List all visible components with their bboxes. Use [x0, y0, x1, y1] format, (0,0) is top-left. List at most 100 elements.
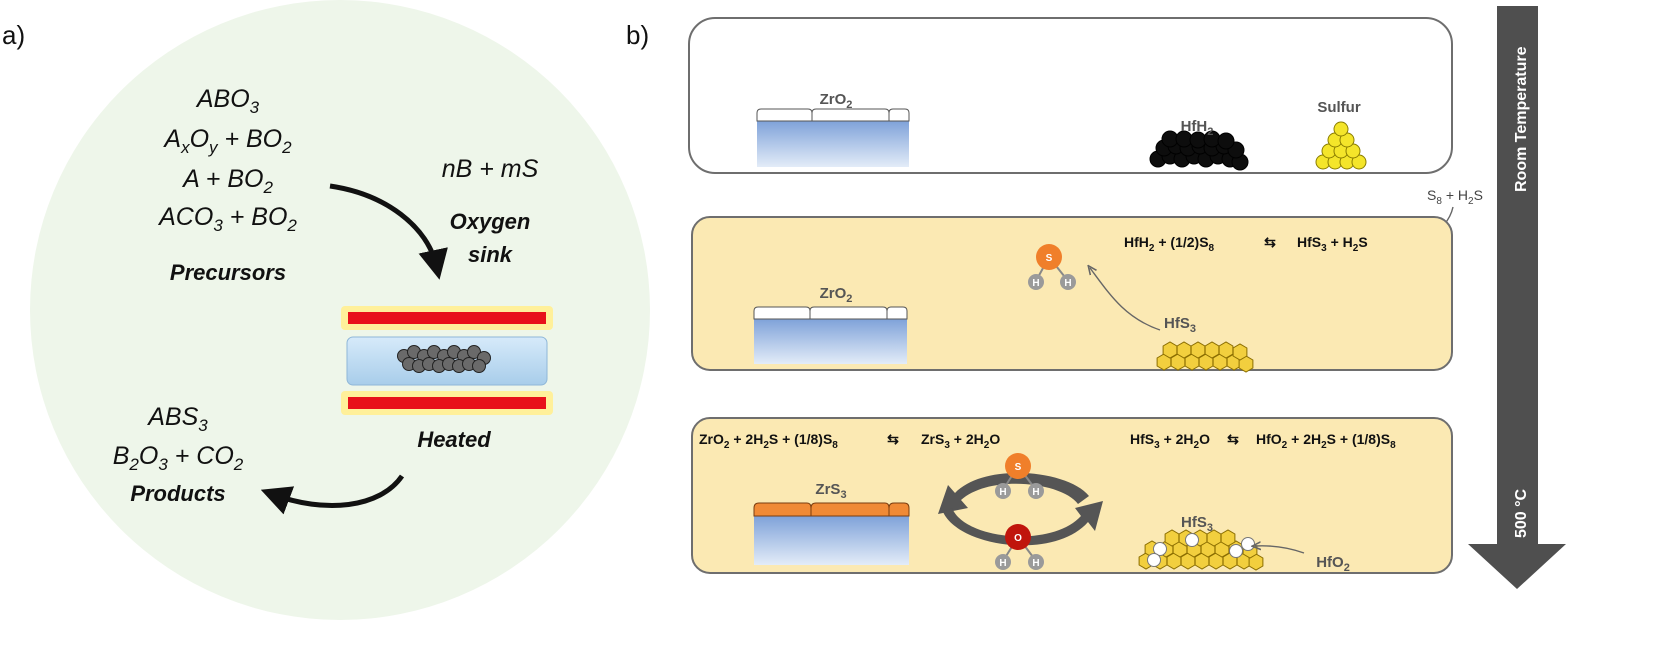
- sink-label-line1: Oxygen: [450, 209, 531, 234]
- temperature-label-room: Room Temperature: [1513, 46, 1530, 192]
- stage3-equilibrium-symbol-2: ⇆: [1227, 431, 1239, 447]
- hfs3-particle: [1204, 341, 1220, 359]
- hfh2-label: HfH2: [1181, 118, 1214, 138]
- stage1-substrate-block: [757, 121, 909, 167]
- stage2-reaction-left: HfH2 + (1/2)S8: [1124, 234, 1215, 254]
- stage2-h2s-molecule: S H H: [1028, 244, 1076, 290]
- sulfur-particle: [1333, 121, 1349, 137]
- sulfur-atom: [1036, 244, 1062, 270]
- sulfur-powder: [1315, 121, 1367, 170]
- panel-a-letter: a): [2, 20, 25, 50]
- stage3-reaction2-left: HfS3 + 2H2O: [1130, 431, 1210, 451]
- sulfur-atom-label: S: [1046, 253, 1053, 264]
- hydrogen-atom-label: H: [1032, 487, 1039, 498]
- stage2-equilibrium-symbol: ⇆: [1264, 234, 1276, 250]
- stage3-zrs3-label: ZrS3: [815, 481, 846, 501]
- sink-formula: nB + mS: [442, 155, 539, 183]
- hydrogen-atom-label: H: [999, 558, 1006, 569]
- stage2-hfs3-label: HfS3: [1164, 315, 1196, 335]
- hfs3-particle: [1232, 343, 1248, 361]
- hfo2-pointer-arrow: [1255, 546, 1305, 554]
- stage2-reaction-right: HfS3 + H2S: [1297, 234, 1368, 254]
- arrow-to-products: [260, 474, 405, 515]
- hydrogen-atom-label: H: [999, 487, 1006, 498]
- heated-label: Heated: [417, 427, 491, 452]
- hydrogen-atom-label: H: [1032, 278, 1039, 289]
- precursor-abo3: ABO3: [195, 85, 260, 117]
- hydrogen-atom: [1028, 274, 1044, 290]
- hfo2-particle: [1147, 553, 1161, 567]
- arrow-to-heater: [329, 183, 448, 280]
- stage2-hfs3-powder: [1156, 341, 1254, 373]
- precursor-pellets: [397, 345, 491, 373]
- oxygen-atom: [1005, 524, 1031, 550]
- stage2-zro2-label: ZrO2: [820, 285, 853, 305]
- hydrogen-atom: [1060, 274, 1076, 290]
- sulfur-atom-label: S: [1015, 462, 1022, 473]
- stage2-zro2-film: [753, 306, 908, 320]
- hfo2-label: HfO2: [1316, 554, 1350, 574]
- hfs3-particle: [1162, 341, 1178, 359]
- stage3-zrs3-film: [753, 502, 910, 517]
- product-b2o3-co2: B2O3 + CO2: [113, 442, 244, 474]
- hfo2-particle: [1229, 544, 1243, 558]
- temperature-arrow-shape: [1468, 6, 1566, 589]
- precursor-axoy-bo2: AxOy + BO2: [162, 125, 292, 157]
- stage3-reaction1-left: ZrO2 + 2H2S + (1/8)S8: [699, 431, 838, 451]
- hydrogen-atom: [1028, 483, 1044, 499]
- precursor-pellet: [472, 359, 486, 373]
- gas-inlet-label: S8 + H2S: [1427, 187, 1483, 207]
- temperature-arrow: Room Temperature 500 °C: [1468, 6, 1566, 589]
- stage1-zro2-film: [756, 108, 910, 122]
- stage1-substrate: [756, 108, 910, 167]
- stage-final: ZrO2 + 2H2S + (1/8)S8 ⇆ ZrS3 + 2H2O HfS3…: [691, 417, 1453, 574]
- oxygen-atom-label: O: [1014, 533, 1022, 544]
- hydrogen-atom: [995, 554, 1011, 570]
- products-label: Products: [130, 481, 225, 506]
- hfs3-particle: [1176, 341, 1192, 359]
- hydrogen-atom: [1028, 554, 1044, 570]
- hydrogen-atom-label: H: [1064, 278, 1071, 289]
- stage-intermediate: ZrO2 HfH2 + (1/2)S8 ⇆ HfS3 + H2S S H H H…: [691, 216, 1453, 373]
- hfs3-particle: [1220, 529, 1236, 547]
- panel-b: b) Room Temperature 500 °C S8 + H2S ZrO2…: [626, 6, 1566, 589]
- sulfur-atom: [1005, 453, 1031, 479]
- hydrogen-atom-label: H: [1032, 558, 1039, 569]
- precursor-a-bo2: A + BO2: [181, 165, 273, 197]
- hfs3-particle: [1164, 529, 1180, 547]
- stage3-substrate-block: [754, 516, 909, 565]
- sink-label-line2: sink: [468, 242, 514, 267]
- hfs3-particle: [1190, 341, 1206, 359]
- hfs3-particle: [1218, 341, 1234, 359]
- product-abs3: ABS3: [146, 403, 208, 435]
- hfh2-powder: [1149, 130, 1249, 171]
- stage-room-temperature: ZrO2 HfH2 Sulfur: [688, 17, 1453, 174]
- hfo2-particle: [1153, 542, 1167, 556]
- hfh2-particle: [1217, 132, 1235, 150]
- furnace: [341, 306, 553, 415]
- precursors-label: Precursors: [170, 260, 286, 285]
- panel-a-background-circle: [30, 0, 650, 620]
- stage3-hfs3-hfo2-powder: [1138, 529, 1264, 571]
- stage2-substrate-block: [754, 319, 907, 364]
- stage3-substrate: [753, 502, 910, 565]
- stage1-zro2-label: ZrO2: [820, 91, 853, 111]
- cycle-arrow-top: [938, 472, 1089, 514]
- hydrogen-atom: [995, 483, 1011, 499]
- hfo2-particle: [1185, 533, 1199, 547]
- hfo2-particle: [1241, 537, 1255, 551]
- panel-a: a) ABO3 AxOy + BO2 A + BO2 ACO3 + BO2 Pr…: [2, 0, 650, 620]
- stage3-h2o-molecule: O H H: [995, 524, 1044, 570]
- precursor-aco3-bo2: ACO3 + BO2: [157, 203, 297, 235]
- stage3-equilibrium-symbol-1: ⇆: [887, 431, 899, 447]
- temperature-label-500c: 500 °C: [1513, 488, 1530, 538]
- stage2-substrate: [753, 306, 908, 364]
- panel-b-letter: b): [626, 20, 649, 50]
- heater-element-bottom: [348, 397, 546, 409]
- stage3-reaction2-right: HfO2 + 2H2S + (1/8)S8: [1256, 431, 1396, 451]
- h2s-release-arrow: [1090, 268, 1161, 331]
- sulfur-label: Sulfur: [1317, 99, 1360, 116]
- stage3-hfs3-label: HfS3: [1181, 514, 1213, 534]
